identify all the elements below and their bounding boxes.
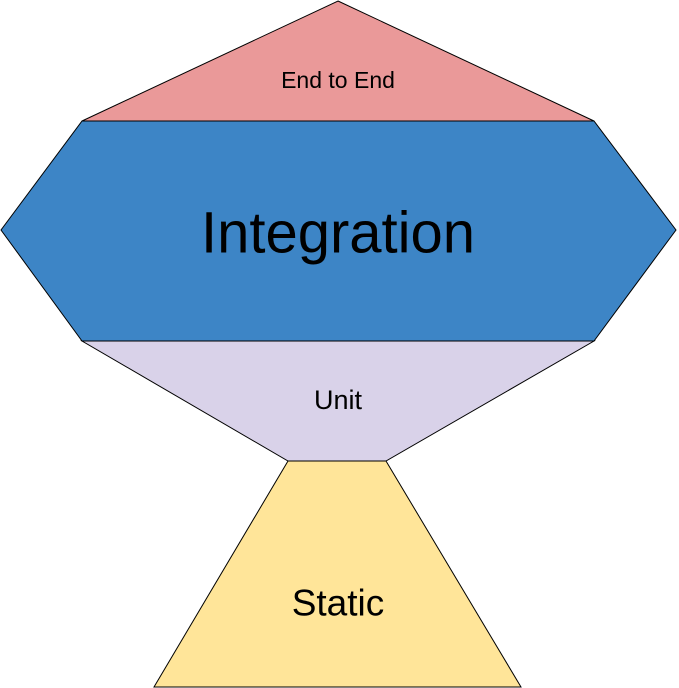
layer-integration: Integration <box>0 120 677 342</box>
layer-static: Static <box>153 460 522 688</box>
static-shape <box>153 460 522 688</box>
unit-label: Unit <box>314 385 363 415</box>
end-to-end-label: End to End <box>281 67 395 93</box>
integration-label: Integration <box>201 201 475 266</box>
layer-end-to-end: End to End <box>81 0 595 122</box>
layer-unit: Unit <box>80 340 596 462</box>
static-label: Static <box>292 583 385 624</box>
end-to-end-shape <box>81 0 595 122</box>
